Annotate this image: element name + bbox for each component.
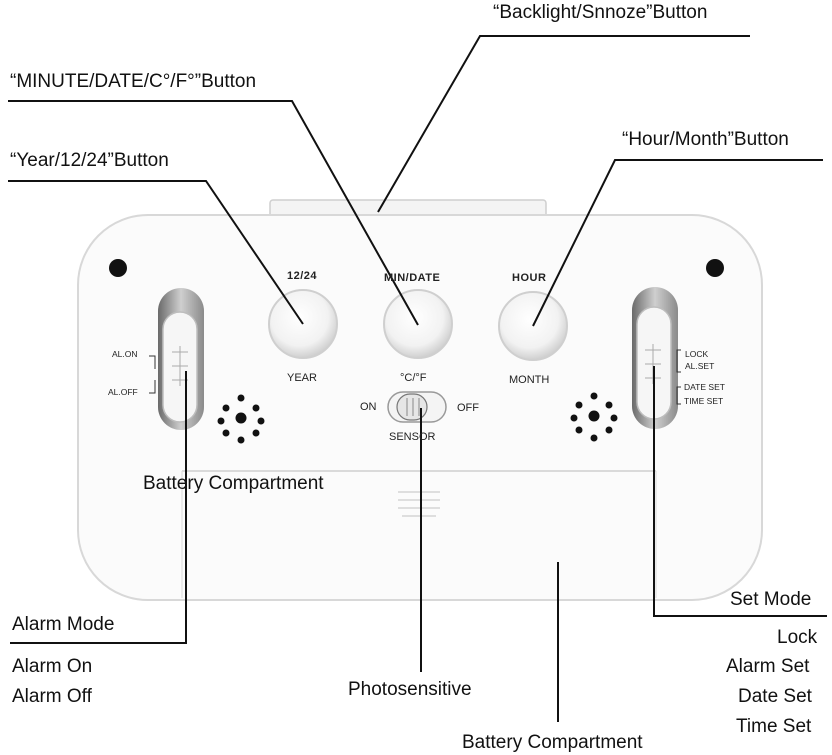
label-12-24: 12/24: [287, 270, 318, 282]
callout-alarm-on: Alarm On: [12, 656, 93, 677]
label-cf: °C/°F: [400, 372, 427, 384]
callout-battery-inner: Battery Compartment: [143, 473, 324, 494]
speaker-left: [217, 394, 265, 444]
callout-time-set: Time Set: [736, 716, 812, 737]
label-hour: HOUR: [512, 272, 547, 284]
label-time-set: TIME SET: [684, 396, 724, 406]
hole-left: [109, 259, 127, 277]
label-sensor: SENSOR: [389, 431, 436, 443]
label-al-off: AL.OFF: [108, 387, 138, 397]
callout-backlight-button: “Backlight/Snnoze”Button: [493, 2, 708, 23]
callout-alarm-off: Alarm Off: [12, 686, 92, 707]
speaker-right: [570, 392, 618, 442]
alarm-mode-slider: [158, 288, 204, 430]
label-year: YEAR: [287, 372, 317, 384]
label-month: MONTH: [509, 374, 550, 386]
callout-hour-month-button: “Hour/Month”Button: [622, 129, 789, 150]
set-mode-slider: [632, 287, 678, 429]
leader-lines: [8, 35, 827, 722]
callout-alarm-set: Alarm Set: [726, 656, 810, 677]
callout-date-set: Date Set: [738, 686, 812, 707]
battery-ridges: [398, 491, 440, 517]
label-sensor-off: OFF: [457, 402, 479, 414]
callout-year-button: “Year/12/24”Button: [10, 150, 169, 171]
callout-minute-date-button: “MINUTE/DATE/C°/F°”Button: [10, 71, 257, 92]
label-lock: LOCK: [685, 349, 709, 359]
label-min-date: MIN/DATE: [384, 272, 441, 284]
callout-battery-bottom: Battery Compartment: [462, 732, 643, 753]
sensor-switch: [387, 391, 447, 423]
label-sensor-on: ON: [360, 401, 377, 413]
label-al-set: AL.SET: [685, 361, 715, 371]
hole-right: [706, 259, 724, 277]
callout-lock: Lock: [777, 627, 818, 648]
callout-alarm-mode: Alarm Mode: [12, 614, 115, 635]
label-al-on: AL.ON: [112, 349, 138, 359]
label-date-set: DATE SET: [684, 382, 725, 392]
callout-set-mode: Set Mode: [730, 589, 812, 610]
callout-photosensitive: Photosensitive: [348, 679, 472, 700]
